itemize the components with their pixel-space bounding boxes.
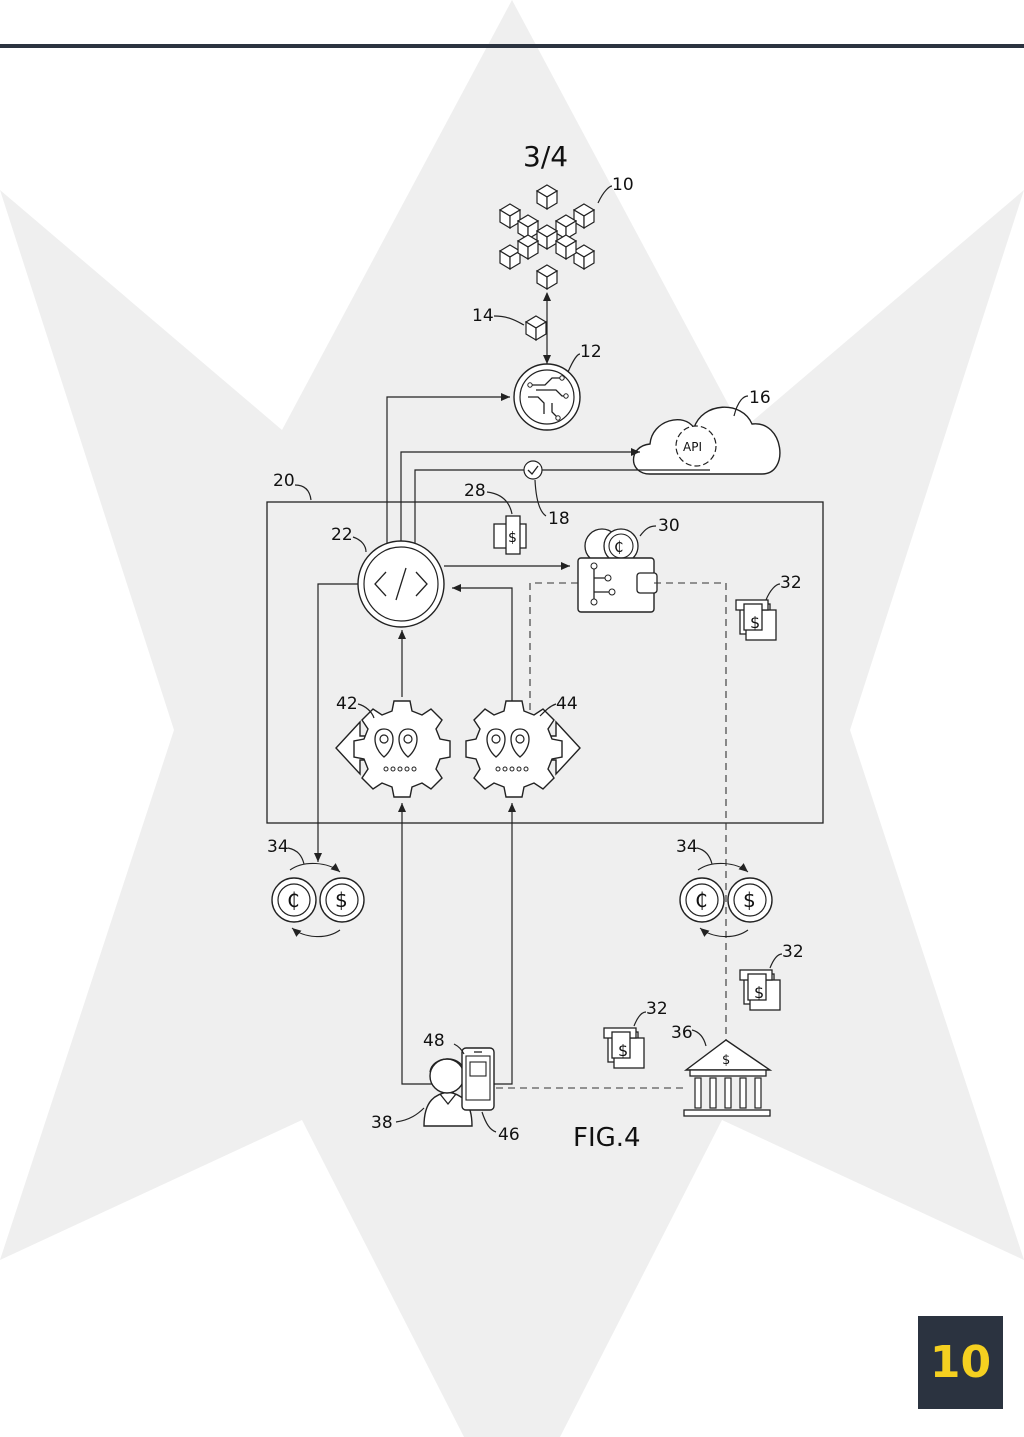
ref-16: 16 <box>749 388 771 408</box>
leader-36 <box>691 1029 707 1047</box>
coin-cent-left: ₵ <box>287 888 300 912</box>
ref-28: 28 <box>464 481 486 501</box>
leader-14 <box>493 315 525 326</box>
ref-22: 22 <box>331 525 353 545</box>
card-dollar: $ <box>508 530 517 546</box>
ref-48: 48 <box>423 1031 445 1051</box>
link-core-exchange <box>314 583 358 862</box>
ref-32a: 32 <box>780 573 802 593</box>
smartphone-icon <box>461 1047 495 1111</box>
leader-22 <box>352 536 367 553</box>
ref-34b: 34 <box>676 837 698 857</box>
figure-label: FIG.4 <box>573 1123 641 1153</box>
leader-46 <box>481 1111 497 1133</box>
leader-38 <box>395 1107 425 1123</box>
ref-20: 20 <box>273 471 295 491</box>
leader-12 <box>567 353 581 373</box>
link-core-cloud <box>400 448 640 555</box>
ref-46: 46 <box>498 1125 520 1145</box>
leader-30 <box>639 525 657 537</box>
ref-38: 38 <box>371 1113 393 1133</box>
platform-box <box>266 501 824 824</box>
page-badge-number: 10 <box>929 1337 992 1388</box>
link-user-gear44 <box>490 803 516 1085</box>
link-cloud-core <box>411 469 710 555</box>
wallet-cent: ₵ <box>614 538 624 556</box>
cloud-api-label: API <box>683 440 702 454</box>
ref-32c: 32 <box>646 999 668 1019</box>
ref-12: 12 <box>580 342 602 362</box>
ref-18: 18 <box>548 509 570 529</box>
leader-10 <box>597 185 613 204</box>
circuit-node-icon <box>513 363 581 431</box>
leader-16 <box>733 395 749 417</box>
verified-check-icon <box>523 460 543 480</box>
leader-28 <box>486 491 513 515</box>
coin-cent-right: ₵ <box>695 888 708 912</box>
leader-34b <box>696 847 713 865</box>
location-gear-icon-44 <box>465 700 581 798</box>
ref-14: 14 <box>472 306 494 326</box>
link-gear44-core <box>452 584 513 716</box>
leader-18 <box>534 479 547 517</box>
dash-wallet-gear44 <box>529 582 578 716</box>
ref-30: 30 <box>658 516 680 536</box>
wallet-icon: ₵ <box>577 528 658 613</box>
cash-dollar-2: $ <box>754 983 764 1002</box>
page-badge: 10 <box>918 1316 1003 1409</box>
dash-wallet-bank <box>654 582 727 1050</box>
currency-exchange-icon-left <box>272 863 364 936</box>
bank-icon: $ <box>683 1039 773 1117</box>
ref-34a: 34 <box>267 837 289 857</box>
leader-32b <box>769 953 783 969</box>
leader-32a <box>765 583 781 601</box>
ref-36: 36 <box>671 1023 693 1043</box>
location-gear-icon-42 <box>335 700 451 798</box>
top-rule <box>0 44 1024 48</box>
cash-dollar-1: $ <box>750 613 760 632</box>
leader-42 <box>357 703 375 719</box>
leader-34a <box>287 847 305 865</box>
leader-32c <box>633 1011 647 1027</box>
code-core-icon <box>357 540 445 628</box>
block-icon <box>525 315 547 341</box>
leader-48 <box>453 1043 465 1055</box>
bank-dollar: $ <box>722 1053 730 1068</box>
ref-42: 42 <box>336 694 358 714</box>
coin-dollar-left: $ <box>335 888 348 912</box>
ref-32b: 32 <box>782 942 804 962</box>
leader-44 <box>539 703 557 717</box>
link-core-node <box>386 393 510 556</box>
cash-dollar-3: $ <box>618 1041 628 1060</box>
coin-dollar-right: $ <box>743 888 756 912</box>
leader-20 <box>294 484 312 501</box>
payment-card-icon: $ <box>493 515 527 555</box>
sheet-number: 3/4 <box>523 140 568 173</box>
ref-44: 44 <box>556 694 578 714</box>
ref-10: 10 <box>612 175 634 195</box>
blockchain-cluster-icon <box>499 184 595 290</box>
cloud-api-icon: API <box>633 406 781 475</box>
